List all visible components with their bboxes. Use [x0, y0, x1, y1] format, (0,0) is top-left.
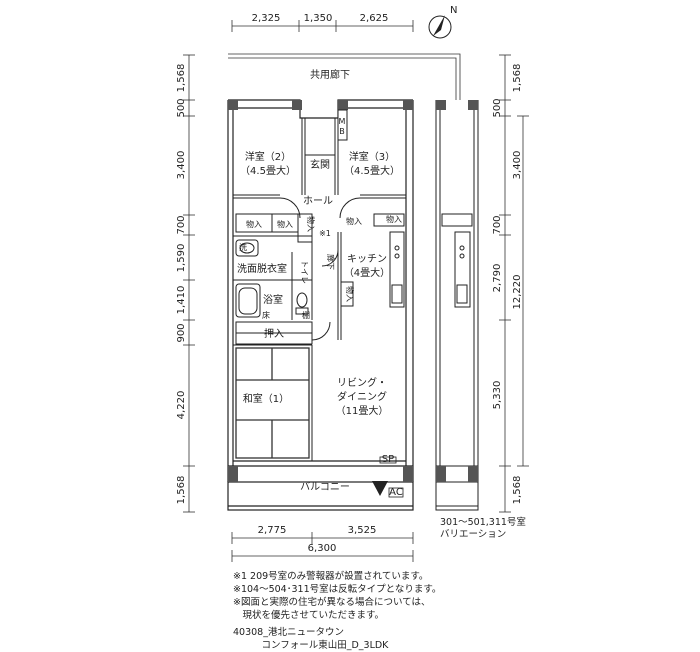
dim-top-2: 1,350: [304, 13, 333, 24]
tatami-mats: [235, 347, 310, 459]
oshiire-label: 押入: [264, 327, 284, 340]
footer-line-1: 40308_港北ニュータウン: [233, 627, 344, 638]
columns: [228, 100, 413, 482]
dim-left-2: 500: [176, 98, 187, 117]
dim-top-3: 2,625: [360, 13, 389, 24]
hall-label: ホール: [303, 195, 333, 207]
dim-top-1: 2,325: [252, 13, 281, 24]
storage-5: 物入: [386, 214, 402, 224]
living-label-1: リビング・: [337, 376, 387, 389]
sp-label: SP: [382, 454, 394, 465]
western2-size: （4.5畳大）: [240, 164, 296, 177]
mb-m: M: [339, 117, 346, 126]
wash-label: 洗: [239, 242, 247, 252]
north-compass-icon: N: [428, 5, 457, 39]
storage-2: 物入: [277, 219, 293, 229]
dim-left-7: 900: [176, 323, 187, 342]
living-label-2: ダイニング: [337, 390, 387, 403]
variation-line-2: バリエーション: [440, 529, 507, 540]
bath-label: 浴室: [263, 293, 283, 306]
entrance-label: 玄関: [310, 158, 330, 171]
top-dimension-line: [231, 20, 414, 32]
dim-right-6: 5,330: [492, 381, 503, 410]
bottom-dimension-line: [231, 532, 414, 562]
dim-bottom-2: 3,525: [348, 525, 377, 536]
corridor-label: 共用廊下: [310, 68, 350, 81]
dim-right-7: 1,568: [512, 476, 523, 505]
right-dimension-line: [499, 54, 529, 513]
variation-caption: 301～501,311号室 バリエーション: [440, 517, 526, 541]
western2-name: 洋室（2）: [245, 150, 291, 163]
outer-walls: [227, 99, 414, 511]
interior-walls: [233, 109, 406, 461]
dim-bottom-1: 2,775: [258, 525, 287, 536]
ac-label: AC: [389, 487, 403, 498]
living-label-3: （11畳大）: [336, 404, 389, 417]
dim-right-4: 700: [492, 215, 503, 234]
svg-text:N: N: [450, 5, 457, 16]
note-4: 現状を優先させていただきます。: [233, 610, 385, 621]
balcony-label: バルコニー: [300, 481, 350, 493]
dim-right-3: 3,400: [512, 151, 523, 180]
dim-right-total: 12,220: [512, 275, 523, 310]
ac-box: [388, 487, 404, 498]
alarm-note: ※1: [319, 229, 331, 238]
dim-left-1: 1,568: [176, 64, 187, 93]
notes: ※1 209号室のみ警報器が設置されています。 ※104～504･311号室は反…: [233, 570, 441, 622]
dim-left-8: 4,220: [176, 391, 187, 420]
variation-columns: [436, 100, 478, 482]
variation-line-1: 301～501,311号室: [440, 517, 526, 528]
dim-right-1: 1,568: [512, 64, 523, 93]
drain-triangle-icon: [372, 481, 388, 496]
kitchen-name: キッチン: [347, 253, 387, 265]
storage-4: 物入: [346, 216, 362, 226]
left-dimension-line: [183, 54, 195, 513]
variation-plan: [435, 100, 479, 511]
yuka-label: 床: [262, 310, 270, 320]
washitsu-label: 和室（1）: [243, 392, 289, 405]
storage-3: 物入: [306, 216, 316, 232]
note-2: ※104～504･311号室は反転タイプとなります。: [233, 584, 442, 595]
common-corridor: [228, 53, 461, 100]
mb-b: B: [339, 127, 345, 136]
footer: 40308_港北ニュータウン コンフォール東山田_D_3LDK: [233, 626, 388, 652]
dim-left-6: 1,410: [176, 286, 187, 315]
dim-right-2: 500: [492, 98, 503, 117]
footer-line-2: コンフォール東山田_D_3LDK: [233, 640, 389, 651]
dim-left-5: 1,590: [176, 244, 187, 273]
storage-1: 物入: [246, 219, 262, 229]
storage-6: 物入: [345, 286, 355, 302]
dressing-label: 洗面脱衣室: [237, 262, 287, 275]
tana-label: 棚: [302, 310, 310, 320]
dim-bottom-total: 6,300: [308, 543, 337, 554]
note-3: ※図面と実際の住宅が異なる場合については、: [233, 597, 431, 608]
dim-left-4: 700: [176, 215, 187, 234]
dim-left-9: 1,568: [176, 476, 187, 505]
rouka-label: 廊下: [326, 254, 336, 270]
western3-name: 洋室（3）: [349, 150, 395, 163]
toilet-label: トイレ: [300, 260, 309, 284]
dim-right-5: 2,790: [492, 264, 503, 293]
sp-box: [379, 456, 397, 464]
western3-size: （4.5畳大）: [344, 164, 400, 177]
kitchen-size: （4畳大）: [344, 266, 390, 279]
dim-left-3: 3,400: [176, 151, 187, 180]
note-1: ※1 209号室のみ警報器が設置されています。: [233, 571, 429, 582]
